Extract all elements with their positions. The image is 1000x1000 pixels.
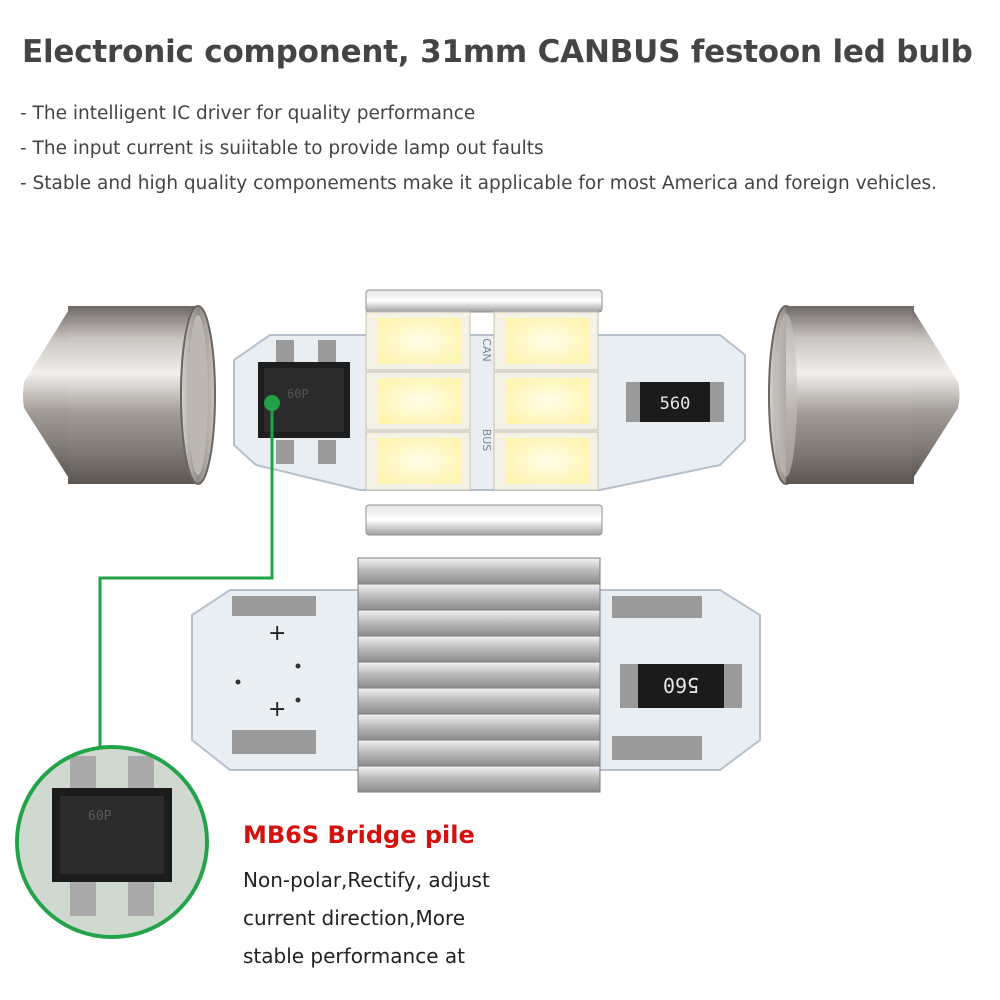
resistor-marking: 560 [660,394,691,414]
callout-line: Non-polar,Rectify, adjust [243,868,490,892]
heat-sink [357,557,601,793]
resistor-marking-bottom: 560 [663,673,699,697]
callout-line: stable performance at [243,944,465,968]
pcb-heatsink-side: + + 560 [191,557,761,793]
page-title: Electronic component, 31mm CANBUS festoo… [22,34,973,70]
silkscreen-bus: BUS [480,429,493,452]
left-end-cap [23,305,216,485]
silkscreen-can: CAN [480,338,493,361]
feature-item: - The input current is suiitable to prov… [20,138,544,159]
feature-item: - The intelligent IC driver for quality … [20,103,476,124]
callout-description: Non-polar,Rectify, adjust current direct… [243,861,573,975]
feature-item: - Stable and high quality componements m… [20,173,938,194]
zoom-chip-marking: 60P [88,809,112,824]
chip-zoom-view: 60P [15,745,209,939]
pcb-led-side: 60P CAN BUS 560 [233,289,746,536]
resistor-top: 560 [626,382,724,422]
led-array [365,311,599,491]
feature-list: - The intelligent IC driver for quality … [20,96,937,201]
callout-connector [98,395,280,752]
callout-title: MB6S Bridge pile [243,821,475,849]
callout-line: current direction,More [243,906,466,930]
polarity-plus-top: + [268,621,286,646]
resistor-bottom: 560 [620,664,742,708]
right-end-cap [768,305,960,485]
chip-marking: 60P [287,387,309,401]
polarity-plus-bottom: + [268,697,286,722]
